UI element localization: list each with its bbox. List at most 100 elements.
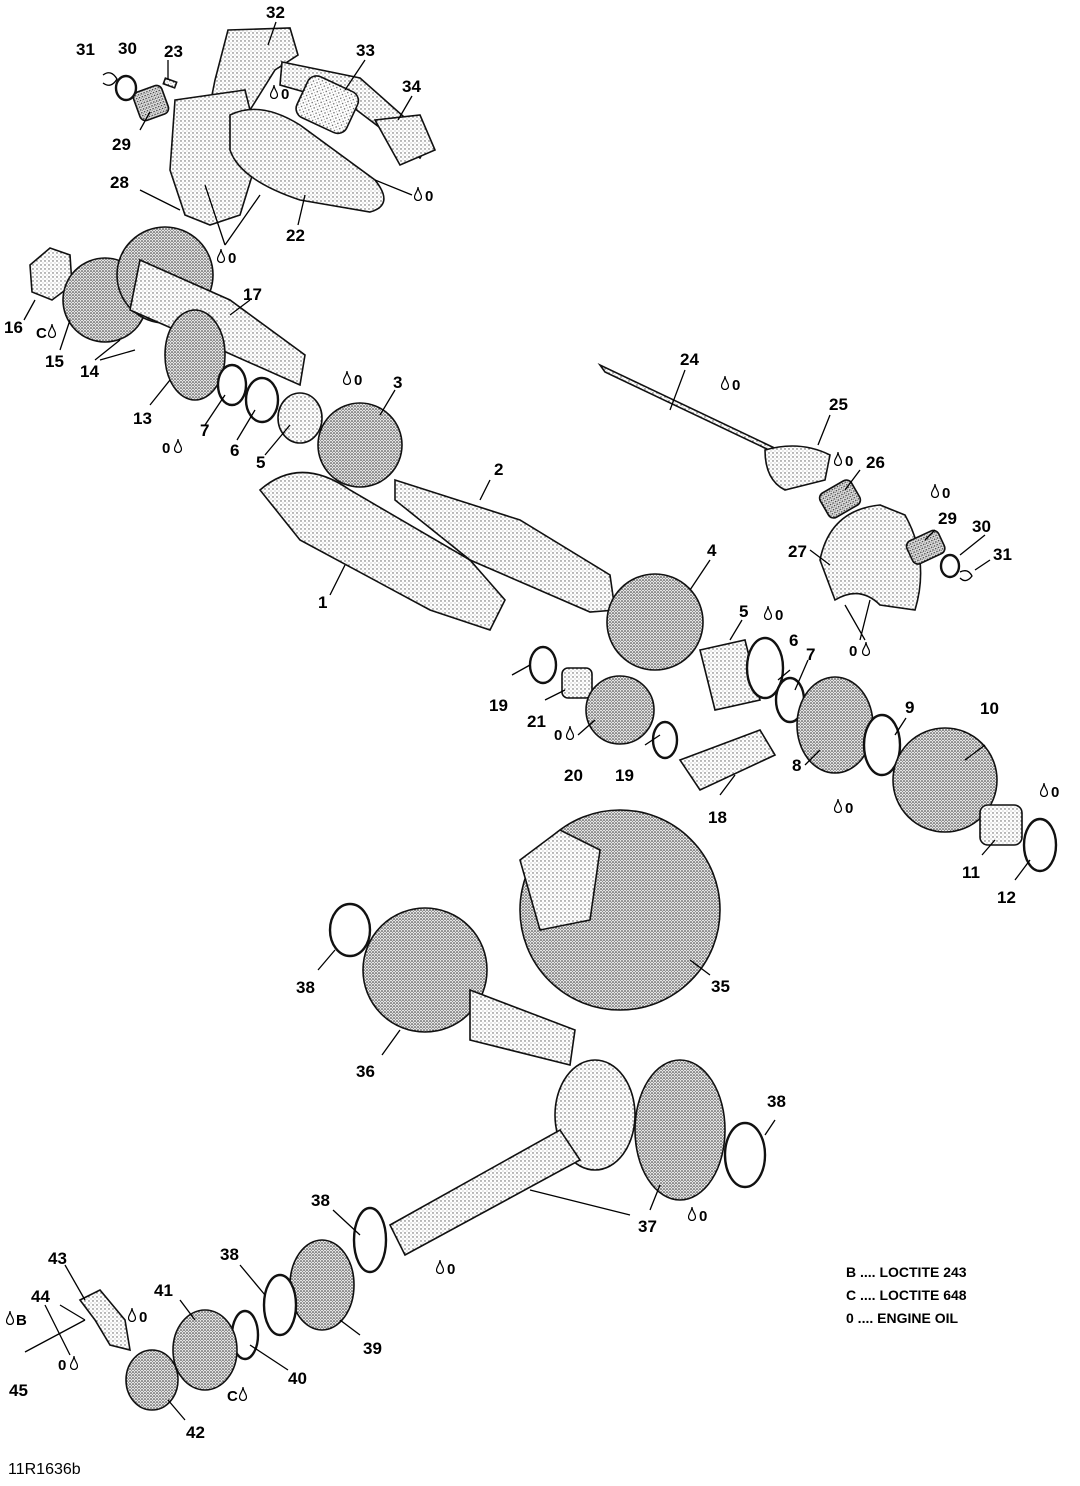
callout-4: 4	[707, 541, 717, 560]
callout-26: 26	[866, 453, 885, 472]
callout-21: 21	[527, 712, 546, 731]
callout-13: 13	[133, 409, 152, 428]
callout-12: 12	[997, 888, 1016, 907]
callout-1: 1	[318, 593, 327, 612]
callout-41: 41	[154, 1281, 173, 1300]
svg-text:C: C	[227, 1388, 238, 1405]
oil-code-marker: 0	[414, 187, 433, 205]
output-shaft-37	[24, 1059, 767, 1411]
fork-28-drum-22	[169, 89, 385, 226]
svg-text:0: 0	[942, 485, 950, 502]
legend: B .... LOCTITE 243 C .... LOCTITE 648 0 …	[846, 1264, 967, 1326]
oil-code-marker: 0	[162, 439, 182, 457]
callout-33: 33	[356, 41, 375, 60]
svg-text:0: 0	[775, 607, 783, 624]
callout-20: 20	[564, 766, 583, 785]
callout-35: 35	[711, 977, 730, 996]
callout-25: 25	[829, 395, 848, 414]
fork-27-oil-marker: 0	[849, 642, 870, 660]
output-shaft-assembly-upper	[29, 226, 323, 444]
svg-text:0: 0	[162, 440, 170, 457]
callout-24: 24	[680, 350, 699, 369]
callout-42: 42	[186, 1423, 205, 1442]
svg-text:0: 0	[425, 188, 433, 205]
callout-7a: 7	[200, 421, 209, 440]
parts-layer	[24, 27, 1058, 1411]
svg-text:B: B	[16, 1312, 27, 1329]
legend-entry-b: B .... LOCTITE 243	[846, 1264, 967, 1280]
oil-code-marker: 0	[834, 452, 853, 470]
gear-10-set	[796, 676, 1058, 873]
svg-text:0: 0	[699, 1208, 707, 1225]
code-markers: 0 0 0 0 0 0 0 0 0 0 0 0 0 0 0 0 0 C C B	[6, 85, 1059, 1405]
callout-14: 14	[80, 362, 99, 381]
svg-text:0: 0	[228, 250, 236, 267]
callout-29b: 29	[938, 509, 957, 528]
callout-15: 15	[45, 352, 64, 371]
callout-5b: 5	[739, 602, 748, 621]
oil-code-marker: 0	[1040, 783, 1059, 801]
callout-10: 10	[980, 699, 999, 718]
idler-set	[528, 645, 777, 792]
svg-text:0: 0	[139, 1309, 147, 1326]
oil-code-marker: 0	[436, 1260, 455, 1278]
loctite648-code-marker: C	[227, 1387, 247, 1405]
callout-37: 37	[638, 1217, 657, 1236]
leader-lines	[23, 21, 1031, 1421]
spring-set-top	[102, 72, 178, 122]
callout-43: 43	[48, 1249, 67, 1268]
callout-9: 9	[905, 698, 914, 717]
callout-27: 27	[788, 542, 807, 561]
callout-17: 17	[243, 285, 262, 304]
svg-text:0: 0	[845, 453, 853, 470]
callout-38b: 38	[767, 1092, 786, 1111]
callout-39: 39	[363, 1339, 382, 1358]
oil-code-marker: 0	[343, 371, 362, 389]
svg-text:C: C	[36, 325, 47, 342]
legend-entry-c: C .... LOCTITE 648	[846, 1287, 967, 1303]
callout-19a: 19	[489, 696, 508, 715]
callout-11: 11	[962, 863, 980, 882]
loctite648-code-marker: C	[36, 324, 56, 342]
oil-code-marker: 0	[554, 726, 574, 744]
callout-23: 23	[164, 42, 183, 61]
callout-38c: 38	[311, 1191, 330, 1210]
callout-29a: 29	[112, 135, 131, 154]
oil-code-marker: 0	[270, 85, 289, 103]
callout-2: 2	[494, 460, 503, 479]
callout-30b: 30	[972, 517, 991, 536]
callout-45: 45	[9, 1381, 28, 1400]
callout-7b: 7	[806, 645, 815, 664]
callout-28: 28	[110, 173, 129, 192]
drawing-reference: 11R1636b	[8, 1461, 81, 1478]
svg-text:0: 0	[845, 800, 853, 817]
oil-code-marker: 0	[721, 376, 740, 394]
callout-6b: 6	[789, 631, 798, 650]
callout-labels: 1 2 3 4 5 5 6 6 7 7 8 9 10 11 12 13 14 1…	[4, 3, 1016, 1442]
shift-rod-24-fork-27	[597, 362, 973, 611]
svg-text:0: 0	[447, 1261, 455, 1278]
oil-code-marker: 0	[688, 1207, 707, 1225]
svg-text:0: 0	[281, 86, 289, 103]
oil-code-marker: 0	[217, 249, 236, 267]
callout-34: 34	[402, 77, 421, 96]
differential-gear-35	[328, 809, 721, 1066]
callout-18: 18	[708, 808, 727, 827]
callout-32: 32	[266, 3, 285, 22]
oil-code-marker: 0	[931, 484, 950, 502]
oil-code-marker: 0	[58, 1356, 78, 1374]
svg-text:0: 0	[732, 377, 740, 394]
svg-text:0: 0	[849, 643, 857, 660]
legend-entry-0: 0 .... ENGINE OIL	[846, 1310, 958, 1326]
oil-code-marker: 0	[128, 1308, 147, 1326]
oil-code-marker: 0	[834, 799, 853, 817]
oil-code-marker: 0	[764, 606, 783, 624]
callout-16: 16	[4, 318, 23, 337]
svg-text:0: 0	[354, 372, 362, 389]
svg-text:0: 0	[554, 727, 562, 744]
callout-36: 36	[356, 1062, 375, 1081]
callout-44: 44	[31, 1287, 50, 1306]
callout-31a: 31	[76, 40, 95, 59]
callout-22: 22	[286, 226, 305, 245]
callout-30a: 30	[118, 39, 137, 58]
